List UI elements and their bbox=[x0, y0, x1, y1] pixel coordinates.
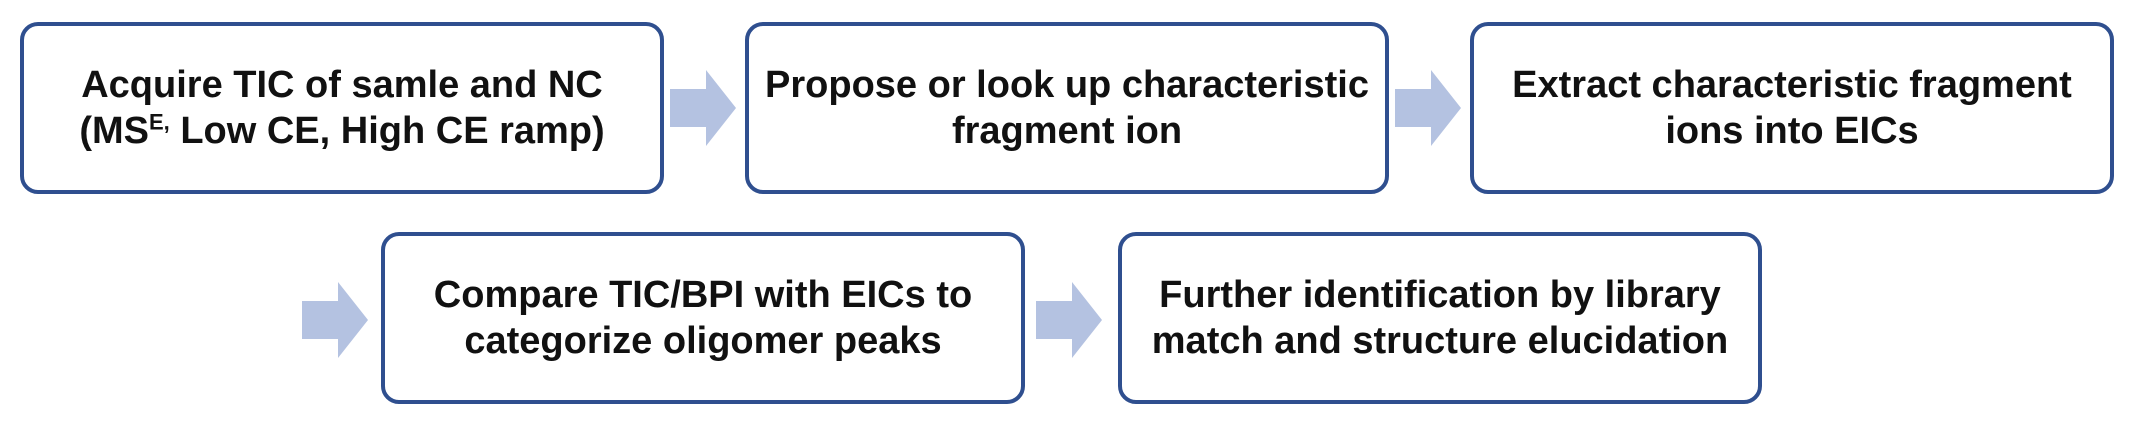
step-2-box: Propose or look up characteristic fragme… bbox=[745, 22, 1389, 194]
right-arrow-icon bbox=[1395, 70, 1461, 146]
step-4-box: Compare TIC/BPI with EICs to categorize … bbox=[381, 232, 1025, 404]
step-5-box: Further identification by library match … bbox=[1118, 232, 1762, 404]
step-1-text: Acquire TIC of samle and NC (MSE, Low CE… bbox=[79, 62, 604, 154]
right-arrow-icon bbox=[1036, 282, 1102, 358]
step-2-text: Propose or look up characteristic fragme… bbox=[765, 62, 1369, 154]
right-arrow-icon bbox=[670, 70, 736, 146]
step-4-line-1: Compare TIC/BPI with EICs to bbox=[433, 274, 973, 316]
right-arrow-icon bbox=[302, 282, 368, 358]
step-2-line-1: Propose or look up characteristic bbox=[765, 64, 1369, 106]
step-5-line-1: Further identification by library bbox=[1159, 274, 1721, 316]
step-3-line-2: ions into EICs bbox=[1665, 110, 1919, 152]
step-1-line-2-post: Low CE, High CE ramp) bbox=[169, 110, 605, 152]
step-4-text: Compare TIC/BPI with EICs to categorize … bbox=[434, 272, 972, 364]
step-2-line-2: fragment ion bbox=[951, 110, 1183, 152]
step-5-text: Further identification by library match … bbox=[1152, 272, 1728, 364]
step-1-line-1: Acquire TIC of samle and NC bbox=[81, 64, 603, 106]
step-1-line-2: (MSE, Low CE, High CE ramp) bbox=[79, 108, 604, 154]
step-1-box: Acquire TIC of samle and NC (MSE, Low CE… bbox=[20, 22, 664, 194]
step-3-line-1: Extract characteristic fragment bbox=[1512, 64, 2072, 106]
step-3-box: Extract characteristic fragment ions int… bbox=[1470, 22, 2114, 194]
step-5-line-2: match and structure elucidation bbox=[1151, 320, 1729, 362]
step-3-text: Extract characteristic fragment ions int… bbox=[1512, 62, 2072, 154]
step-1-superscript: E, bbox=[148, 109, 170, 135]
step-4-line-2: categorize oligomer peaks bbox=[464, 320, 942, 362]
step-1-line-2-pre: (MS bbox=[79, 110, 149, 152]
